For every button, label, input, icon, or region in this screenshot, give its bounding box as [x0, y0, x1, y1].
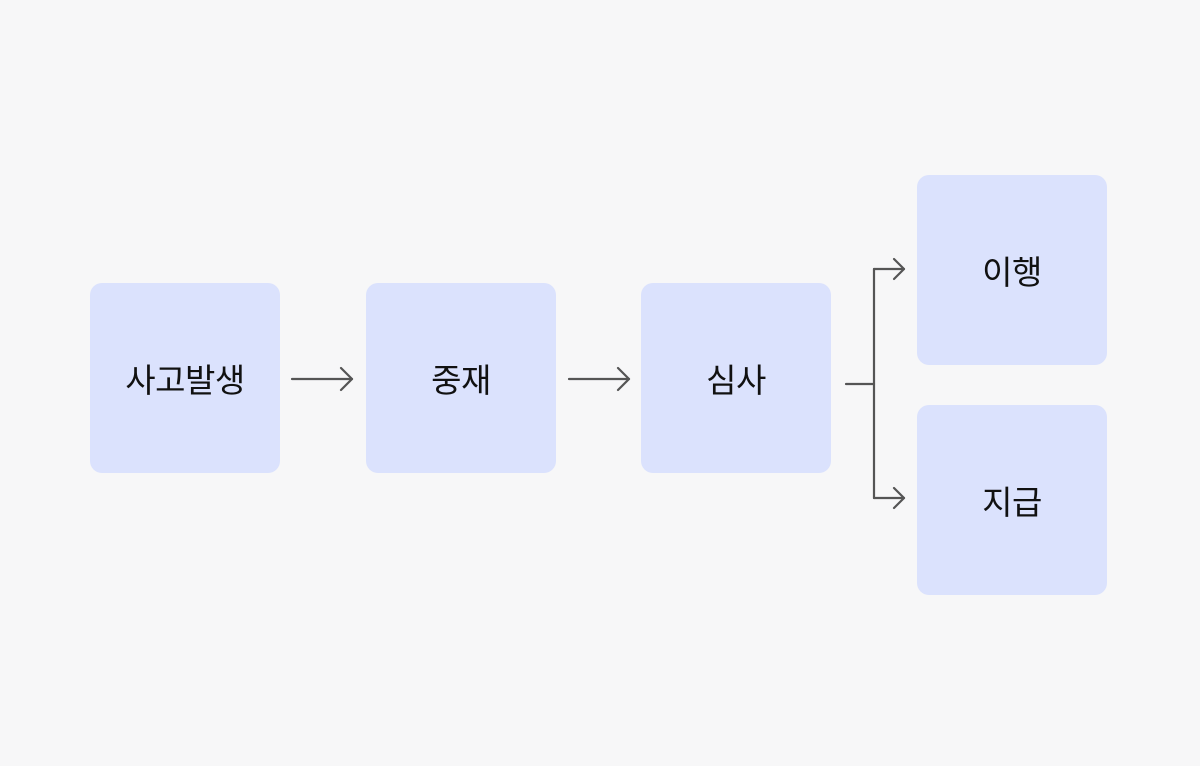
step-box-accident: 사고발생: [90, 283, 280, 473]
outcome-box-fulfillment: 이행: [917, 175, 1107, 365]
outcome-box-payment: 지급: [917, 405, 1107, 595]
arrow-right-icon: [567, 366, 631, 392]
step-box-mediation: 중재: [366, 283, 556, 473]
outcome-label-payment: 지급: [982, 483, 1042, 522]
branch-connector-icon: [844, 257, 906, 510]
step-label-mediation: 중재: [431, 361, 491, 400]
step-label-accident: 사고발생: [125, 361, 245, 400]
step-label-review: 심사: [706, 361, 766, 400]
outcome-label-fulfillment: 이행: [982, 253, 1042, 292]
arrow-right-icon: [290, 366, 354, 392]
step-box-review: 심사: [641, 283, 831, 473]
